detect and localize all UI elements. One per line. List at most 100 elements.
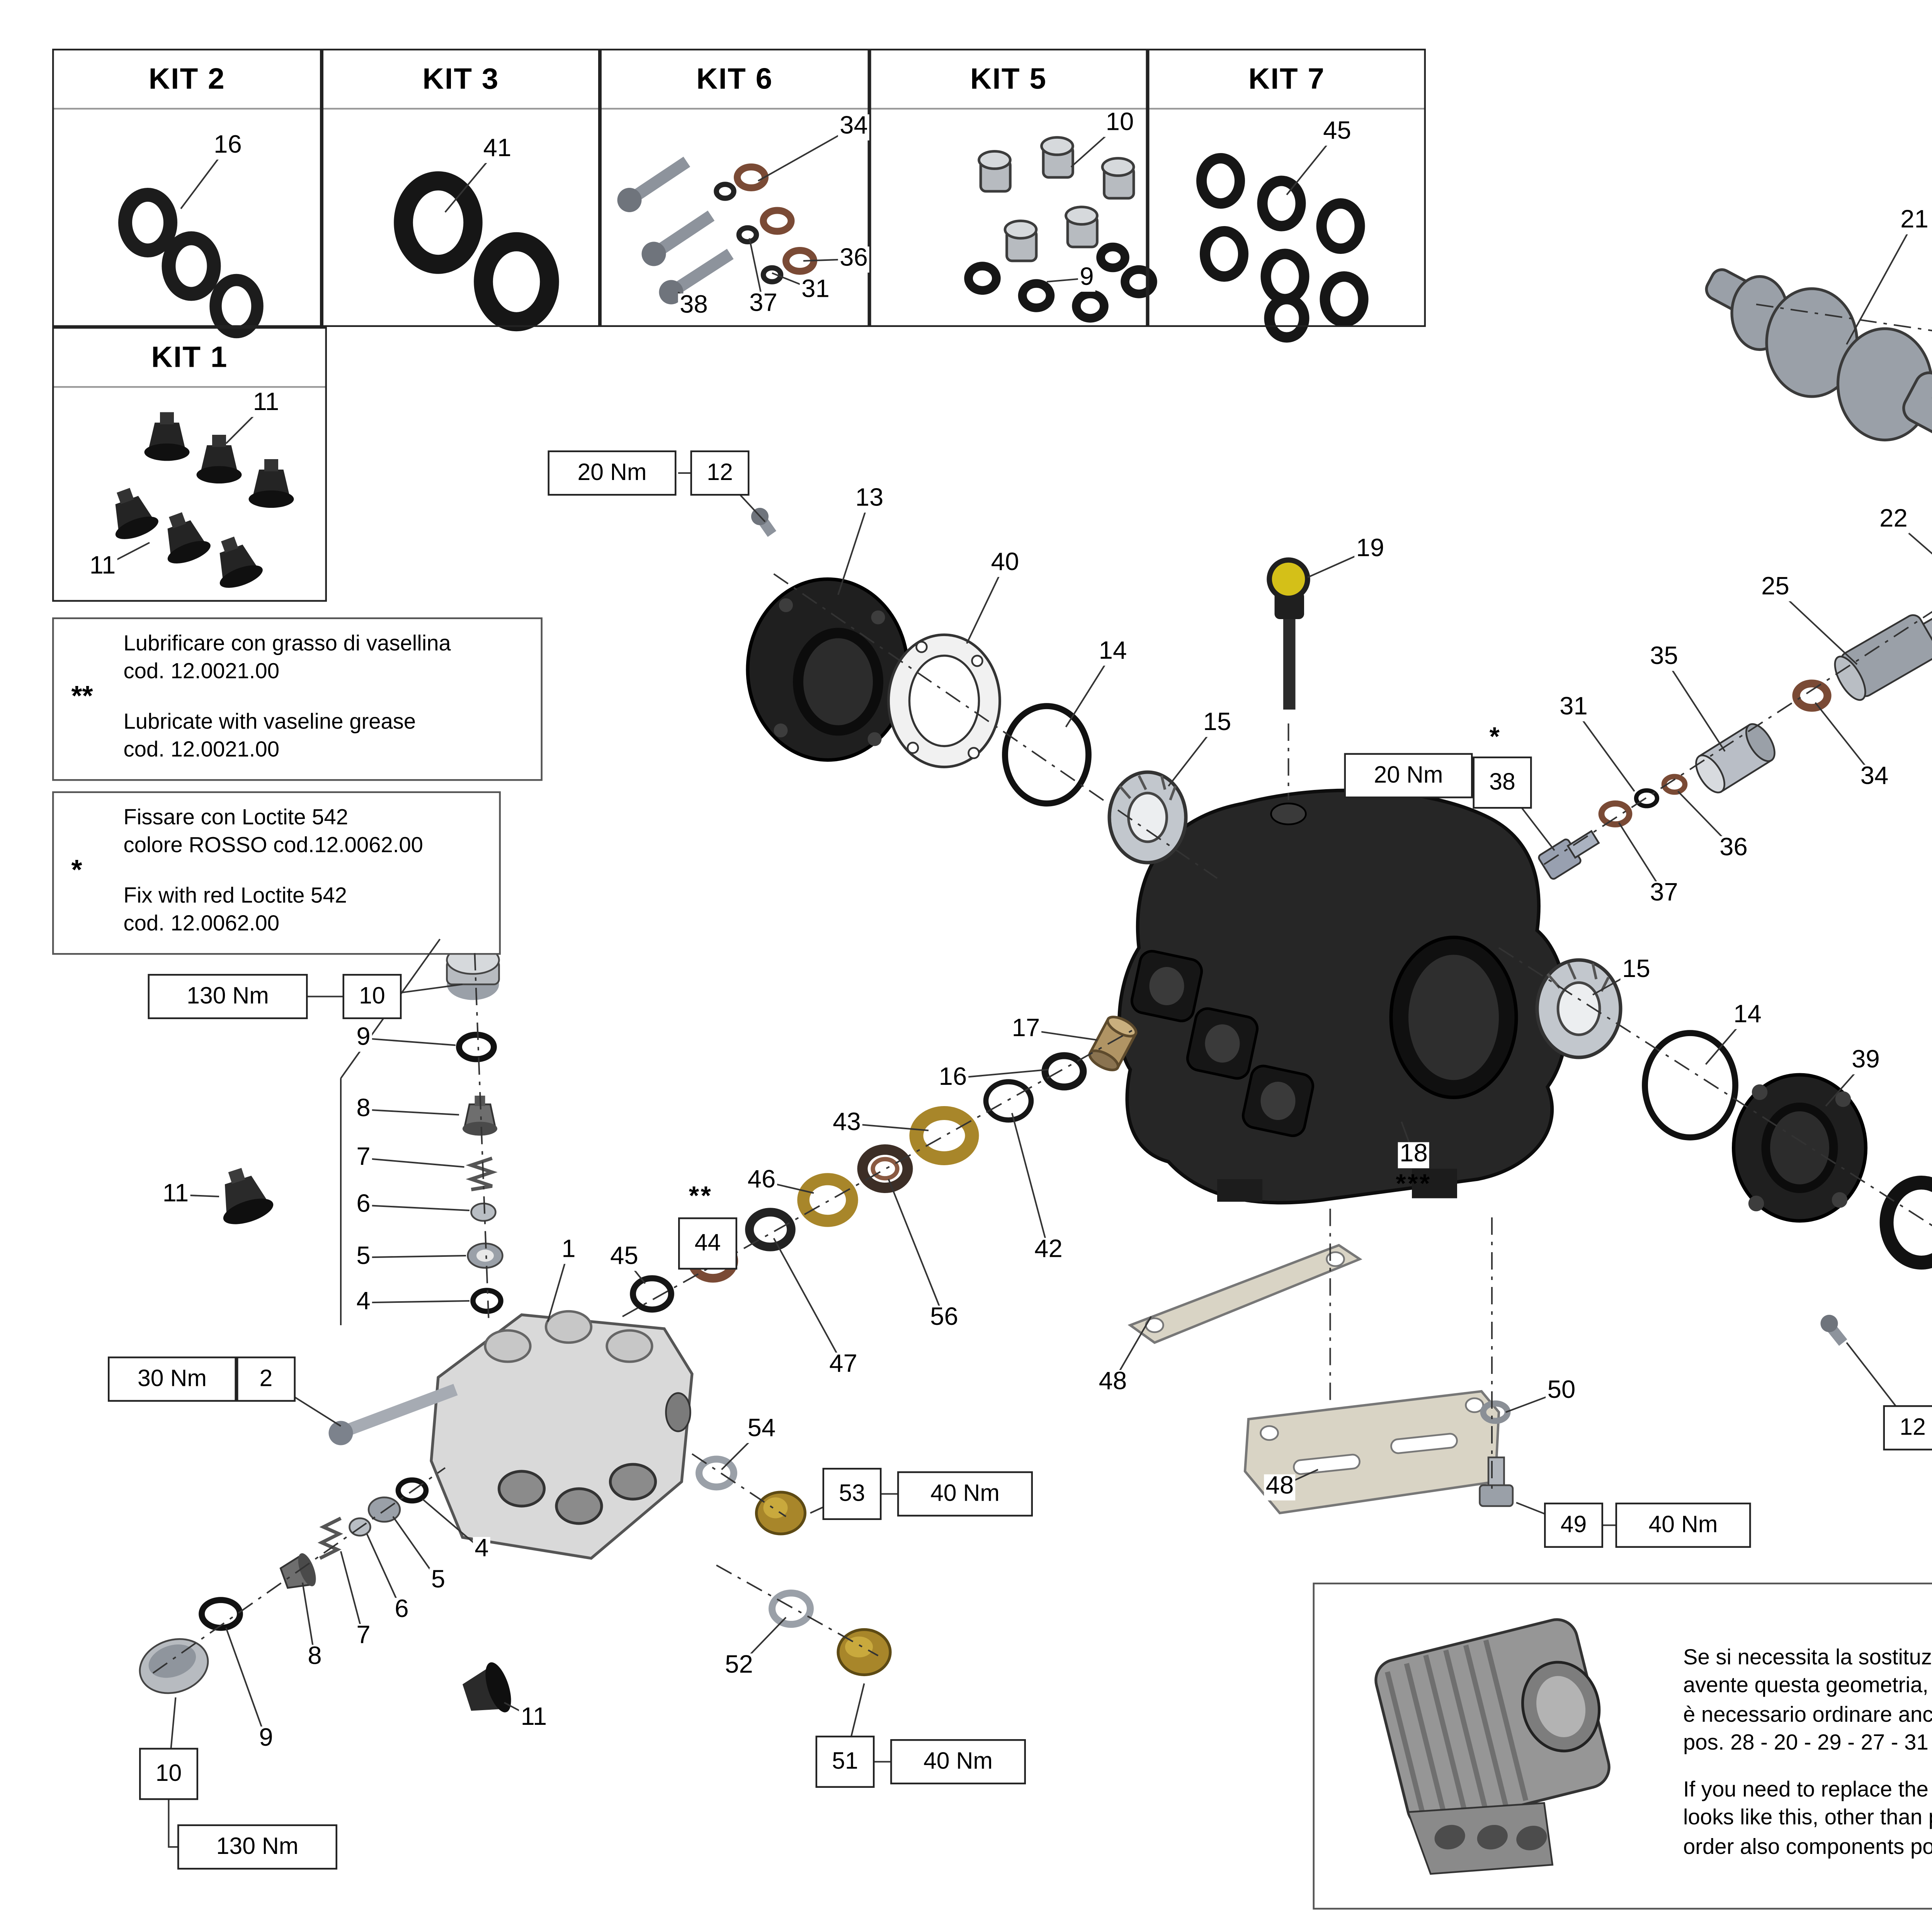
axis-centerline [774,574,1218,878]
part-callout-34: 34 [1859,765,1890,790]
axis-centerline [153,1468,445,1673]
part-callout-5: 5 [355,1245,372,1270]
boxed-label-53: 53 [823,1468,882,1520]
part-callout-9: 9 [1078,266,1095,291]
part-callout-39: 39 [1850,1048,1882,1073]
part-callout-11: 11 [88,554,117,579]
axis-centerline [1544,466,1932,865]
part-callout-4: 4 [473,1537,490,1562]
leader-line-13 [838,499,869,595]
part-callout-6: 6 [393,1598,410,1623]
part-callout-14: 14 [1097,640,1129,665]
part-callout-11: 11 [519,1706,549,1731]
boxed-label-10: 10 [343,974,402,1019]
part-callout-10: 10 [1104,111,1136,136]
leader-line-8 [364,1110,459,1115]
part-callout-36: 36 [838,247,870,272]
leader-line-47 [774,1238,844,1365]
part-callout-7: 7 [355,1624,372,1649]
part-callout-13: 13 [854,487,885,512]
boxed-label-12: 12 [690,451,750,496]
boxed-label-30-Nm: 30 Nm [108,1357,236,1402]
symbol-***: *** [1394,1171,1433,1198]
part-callout-5: 5 [429,1568,447,1593]
part-callout-31: 31 [1558,695,1590,720]
boxed-label-51: 51 [816,1736,875,1788]
part-callout-14: 14 [1732,1003,1764,1028]
part-callout-56: 56 [929,1306,960,1331]
part-callout-45: 45 [1321,119,1353,145]
part-callout-22: 22 [1878,507,1910,533]
part-callout-16: 16 [937,1066,969,1091]
part-callout-50: 50 [1546,1379,1577,1404]
part-callout-52: 52 [723,1653,755,1678]
part-callout-37: 37 [1648,881,1680,906]
part-callout-43: 43 [831,1111,863,1136]
boxed-label-2: 2 [236,1357,296,1402]
part-callout-9: 9 [355,1026,372,1051]
boxed-label-130-Nm: 130 Nm [148,974,308,1019]
part-callout-17: 17 [1010,1017,1042,1042]
part-callout-25: 25 [1760,575,1791,600]
part-callout-34: 34 [838,114,870,140]
axis-centerline [716,1565,878,1656]
part-callout-37: 37 [748,292,779,317]
boxed-label-40-Nm: 40 Nm [890,1739,1026,1784]
part-callout-16: 16 [212,133,244,158]
part-callout-45: 45 [609,1245,640,1270]
leader-line-5 [364,1256,466,1258]
part-callout-11: 11 [161,1182,190,1207]
leader-line-35 [1664,657,1725,751]
part-callout-47: 47 [828,1353,859,1378]
leader-line-56 [889,1179,944,1318]
leader-line-7 [364,1158,464,1167]
boxed-label-49: 49 [1544,1503,1603,1548]
axis-centerline [1756,305,1932,404]
part-callout-9: 9 [257,1726,275,1751]
part-callout-15: 15 [1201,711,1233,736]
part-callout-35: 35 [1648,645,1680,670]
part-callout-15: 15 [1621,958,1652,983]
boxed-label-20-Nm: 20 Nm [548,451,677,496]
symbol-**: ** [687,1183,714,1210]
leader-line-42 [1012,1113,1049,1251]
boxed-label-40-Nm: 40 Nm [1616,1503,1751,1548]
part-callout-48: 48 [1097,1370,1129,1395]
boxed-label-10: 10 [139,1748,198,1800]
part-callout-48: 48 [1264,1474,1296,1500]
leader-line-9 [364,1038,456,1045]
part-callout-4: 4 [355,1290,372,1315]
part-callout-1: 1 [560,1238,577,1263]
part-callout-7: 7 [355,1146,372,1171]
symbol-*: * [1488,724,1503,751]
part-callout-19: 19 [1354,537,1386,562]
part-callout-18: 18 [1398,1142,1430,1167]
part-callout-46: 46 [746,1168,777,1193]
boxed-label-40-Nm: 40 Nm [897,1471,1033,1517]
part-callout-31: 31 [800,278,832,303]
boxed-label-130-Nm: 130 Nm [177,1825,337,1870]
part-callout-6: 6 [355,1193,372,1218]
boxed-label-38: 38 [1473,757,1532,809]
axis-centerline [475,953,489,1318]
leader-line-9 [226,1628,266,1739]
part-callout-42: 42 [1033,1238,1065,1263]
part-callout-54: 54 [746,1417,777,1442]
part-callout-38: 38 [678,293,710,318]
leader-line-4 [364,1301,470,1303]
part-callout-41: 41 [481,137,513,162]
part-callout-8: 8 [355,1097,372,1122]
leader-line-6 [364,1205,470,1211]
part-callout-36: 36 [1718,836,1750,861]
connector-line [169,1800,178,1847]
part-callout-21: 21 [1899,208,1930,233]
part-callout-40: 40 [989,551,1021,576]
axis-centerline [622,1030,1134,1317]
axis-centerline [692,1454,786,1517]
part-callout-11: 11 [251,391,281,416]
boxed-label-12: 12 [1883,1405,1932,1450]
axis-centerline [1499,948,1932,1249]
part-callout-8: 8 [306,1645,323,1670]
boxed-label-20-Nm: 20 Nm [1344,753,1473,798]
